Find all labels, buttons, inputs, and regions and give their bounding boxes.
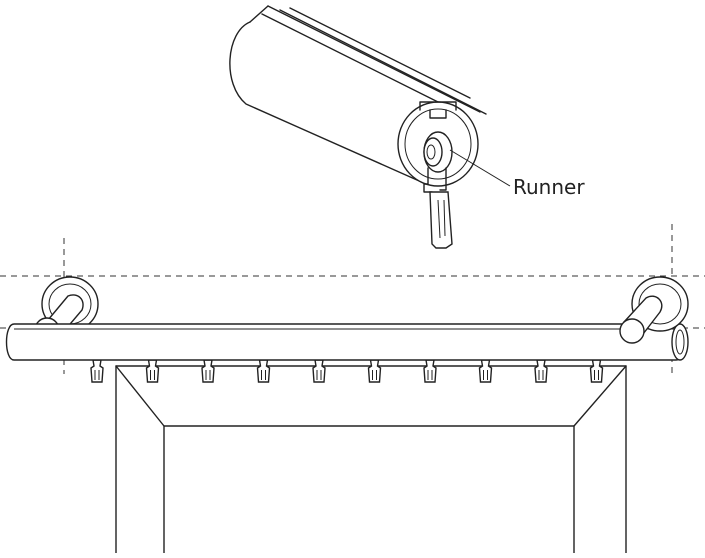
curtain-hook bbox=[201, 359, 215, 383]
curtain-hook bbox=[423, 359, 437, 383]
curtain-rod bbox=[5, 323, 689, 361]
rail-profile-detail: Runner bbox=[229, 5, 585, 249]
curtain-hook bbox=[534, 359, 548, 383]
window-frame bbox=[115, 365, 627, 554]
right-bracket bbox=[619, 276, 689, 344]
curtain-hook bbox=[589, 359, 604, 383]
curtain-hook bbox=[256, 359, 271, 383]
curtain-hook bbox=[145, 359, 160, 383]
curtain-hooks bbox=[90, 359, 604, 383]
curtain-hook bbox=[90, 359, 104, 383]
runner-callout-label: Runner bbox=[513, 175, 585, 199]
curtain-hook bbox=[312, 359, 326, 383]
curtain-hook bbox=[367, 359, 382, 383]
curtain-hook bbox=[478, 359, 493, 383]
